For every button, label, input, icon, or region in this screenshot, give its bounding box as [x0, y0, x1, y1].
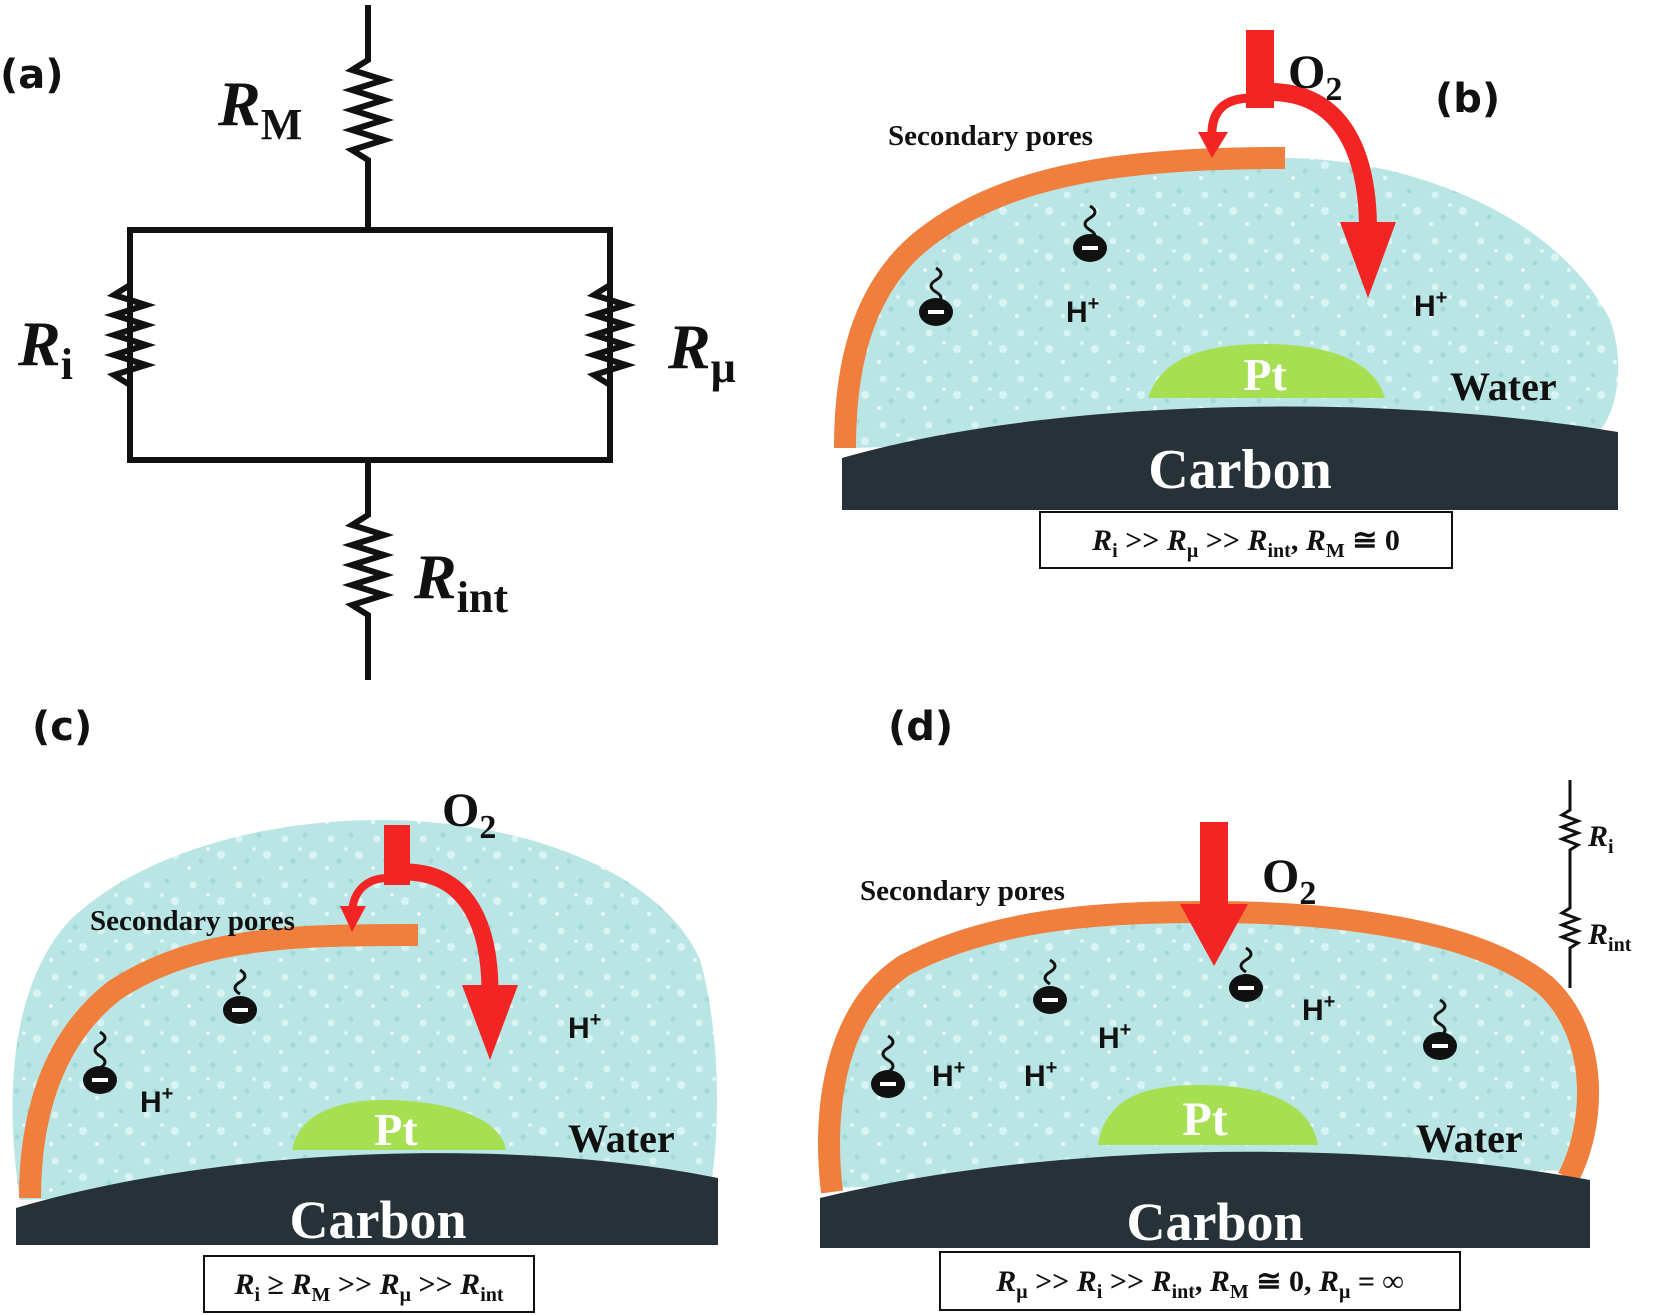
proton-label: H+ [140, 1083, 173, 1119]
carbon-support [820, 1151, 1590, 1248]
sulfonate-group [1423, 998, 1457, 1060]
resistor-rmu-symbol [583, 282, 637, 388]
mini-resistor-rint-label: Rint [1587, 918, 1632, 956]
proton-label: H+ [1098, 1019, 1131, 1055]
oxygen-arrow [340, 825, 518, 1060]
oxygen-arrow [1198, 30, 1396, 298]
sulfonate-group [1033, 958, 1067, 1014]
proton-label: H+ [568, 1009, 601, 1045]
condition-box [1039, 511, 1453, 569]
ionomer-film [19, 924, 419, 1199]
sulfonate-group [1073, 204, 1107, 262]
oxygen-arrow [1180, 822, 1248, 966]
proton-label: H+ [932, 1057, 965, 1093]
panel-c-label: (c) [32, 704, 92, 750]
pt-label: Pt [1243, 349, 1287, 400]
platinum-particle [1148, 344, 1385, 398]
sulfonate-group [83, 1030, 117, 1094]
resistance-condition: Ri ≥ RM >> Rμ >> Rint [233, 1268, 503, 1306]
water-film [12, 820, 717, 1200]
pt-label: Pt [1182, 1093, 1227, 1146]
water-label: Water [568, 1116, 675, 1161]
carbon-label: Carbon [1148, 439, 1332, 501]
resistor-rmu-label: Rμ [667, 311, 736, 392]
resistor-rm-symbol [341, 5, 395, 228]
carbon-support [16, 1153, 718, 1245]
water-label: Water [1450, 364, 1557, 409]
panel-d-label: (d) [888, 704, 953, 750]
condition-box [939, 1251, 1461, 1311]
oxygen-label: O2 [442, 784, 496, 846]
panel-a-label: (a) [0, 52, 64, 98]
resistance-condition: Ri >> Rμ >> Rint, RM ≅ 0 [1091, 524, 1400, 562]
mini-resistor-ri-label: Ri [1587, 820, 1614, 858]
condition-box [203, 1255, 535, 1313]
proton-label: H+ [1024, 1057, 1057, 1093]
sulfonate-group [919, 266, 953, 326]
resistance-condition: Rμ >> Ri >> Rint, RM ≅ 0, Rμ = ∞ [995, 1265, 1404, 1303]
carbon-label: Carbon [289, 1190, 466, 1250]
sulfonate-group [223, 968, 257, 1024]
parallel-loop [127, 227, 613, 463]
proton-label: H+ [1066, 293, 1099, 329]
series-circuit [1557, 780, 1583, 988]
platinum-particle [292, 1100, 506, 1150]
panel-a: (a) RM Ri Rμ Rint [0, 5, 736, 680]
carbon-label: Carbon [1126, 1192, 1303, 1252]
oxygen-label: O2 [1262, 850, 1316, 912]
resistor-ri-symbol [103, 282, 157, 388]
resistor-rm-label: RM [217, 68, 302, 149]
water-film [823, 912, 1595, 1188]
panel-d: (d) Pt Carbon Water Secondary pores O2 [818, 704, 1632, 1311]
resistor-ri-label: Ri [17, 308, 73, 389]
panel-b: (b) Pt Carbon Water Secondary pores O2 H… [834, 30, 1619, 569]
ionomer-film [834, 147, 1286, 449]
sulfonate-group [871, 1034, 905, 1098]
water-label: Water [1416, 1116, 1523, 1161]
pt-label: Pt [374, 1104, 418, 1155]
platinum-particle [1098, 1085, 1318, 1145]
carbon-support [842, 406, 1618, 510]
sulfonate-group [1229, 946, 1263, 1002]
resistor-rint-label: Rint [413, 541, 508, 622]
proton-label: H+ [1414, 287, 1447, 323]
resistor-rint-symbol [341, 462, 395, 680]
panel-c: (c) Pt Carbon Water Secondary pores O2 H… [12, 704, 718, 1313]
equivalent-circuit [103, 5, 637, 680]
panel-b-label: (b) [1435, 76, 1500, 122]
secondary-pores-label: Secondary pores [90, 905, 295, 937]
secondary-pores-label: Secondary pores [860, 875, 1065, 907]
proton-label: H+ [1302, 991, 1335, 1027]
oxygen-label: O2 [1288, 46, 1342, 108]
secondary-pores-label: Secondary pores [888, 120, 1093, 152]
water-film [846, 158, 1619, 448]
